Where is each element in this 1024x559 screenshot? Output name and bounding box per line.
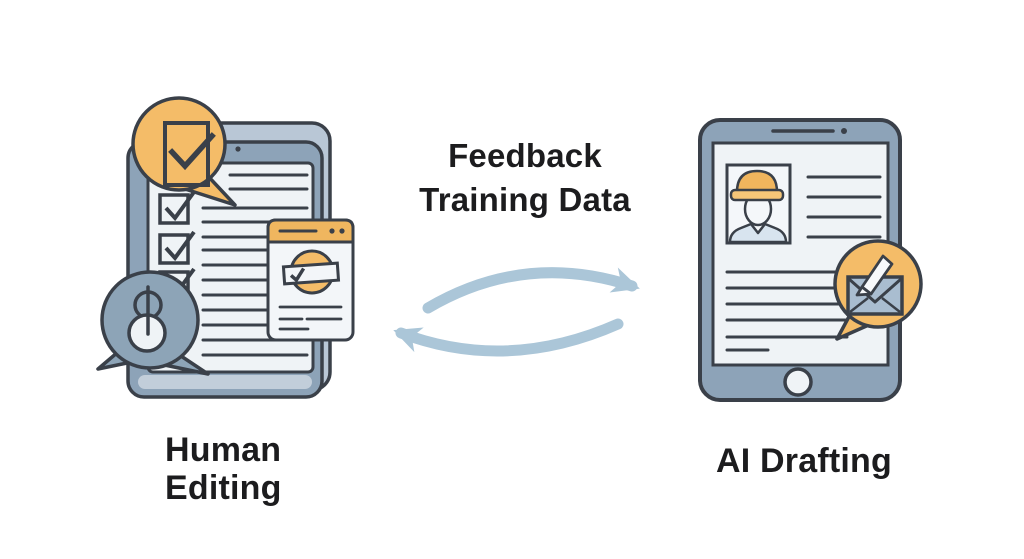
cycle-title: Feedback Training Data <box>370 134 680 222</box>
reviewer-speech-bubble-icon <box>96 270 210 376</box>
human-editing-label-line2: Editing <box>165 469 282 507</box>
compose-email-bubble-icon <box>833 239 923 341</box>
arrow-right-icon <box>422 267 640 314</box>
ai-drafting-illustration <box>690 105 940 415</box>
author-avatar-icon <box>725 163 792 245</box>
checklist-clipboard-icon <box>96 96 355 399</box>
ai-drafting-label: AI Drafting <box>716 442 892 480</box>
camera-dot-icon <box>841 128 847 134</box>
human-editing-illustration <box>90 88 400 438</box>
cycle-title-line1: Feedback <box>448 137 602 174</box>
approved-checkbox-bubble-icon <box>131 96 237 207</box>
arrow-left-icon <box>393 318 624 357</box>
camera-dot-icon <box>235 146 241 152</box>
pencil-icon <box>855 254 894 297</box>
cycle-title-line2: Training Data <box>419 181 631 218</box>
approval-stamp-card-icon <box>266 218 355 342</box>
bottom-bezel <box>138 375 312 389</box>
person-icon <box>127 285 167 353</box>
document-tablet-icon <box>698 118 923 402</box>
checklist-lines <box>201 173 309 357</box>
human-editing-label: Human Editing <box>165 431 282 507</box>
cycle-arrows-icon <box>385 245 665 360</box>
human-editing-label-line1: Human <box>165 431 282 469</box>
home-button-icon <box>783 367 813 397</box>
